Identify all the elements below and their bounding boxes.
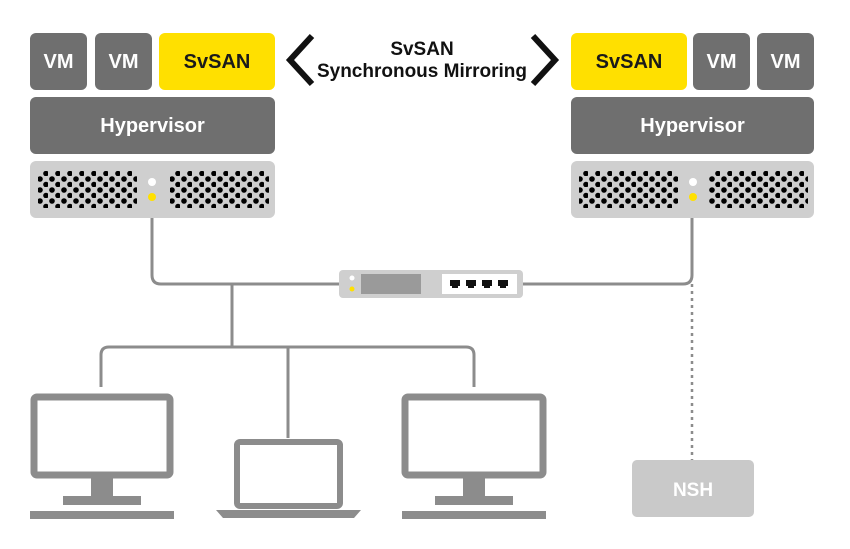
desktop-monitor-icon: [30, 393, 174, 519]
switch-panel: [361, 274, 421, 294]
right-hypervisor-label: Hypervisor: [640, 115, 745, 137]
network-links: [99, 218, 694, 438]
laptop-icon: [216, 439, 361, 518]
left-server-vent-1: [38, 171, 137, 208]
right-hypervisor: Hypervisor: [571, 97, 814, 154]
left-hypervisor-label: Hypervisor: [100, 115, 205, 137]
right-server-vent-2: [709, 171, 808, 208]
network-switch: [339, 270, 523, 298]
left-node: VM VM SvSAN Hypervisor: [30, 33, 275, 218]
nsh-box: NSH: [632, 460, 754, 517]
right-svsan-label: SvSAN: [596, 51, 663, 73]
right-vm-1-label: VM: [707, 51, 737, 73]
left-server-led-white: [148, 178, 156, 186]
right-node: SvSAN VM VM Hypervisor: [571, 33, 814, 218]
left-svsan-label: SvSAN: [184, 51, 251, 73]
left-vm-1: VM: [30, 33, 87, 90]
chevron-left-icon: [285, 33, 315, 87]
left-vm-2-label: VM: [109, 51, 139, 73]
mirroring-subtitle: Synchronous Mirroring: [317, 61, 527, 82]
mirroring-indicator: SvSAN Synchronous Mirroring: [285, 33, 560, 87]
left-hypervisor: Hypervisor: [30, 97, 275, 154]
left-server: [30, 161, 275, 218]
right-vm-2-label: VM: [771, 51, 801, 73]
chevron-right-icon: [530, 33, 560, 87]
switch-port-panel: [442, 274, 517, 294]
switch-led-yellow: [349, 286, 355, 292]
right-vm-1: VM: [693, 33, 750, 90]
desktop-monitor-icon: [401, 393, 547, 519]
left-vm-2: VM: [95, 33, 152, 90]
right-server-vent-1: [579, 171, 678, 208]
left-server-link: [150, 218, 340, 286]
ethernet-port-icon: [450, 280, 508, 288]
nsh-label: NSH: [673, 480, 713, 501]
right-server: [571, 161, 814, 218]
right-svsan-block: SvSAN: [571, 33, 687, 90]
right-vm-2: VM: [757, 33, 814, 90]
right-server-led-white: [689, 178, 697, 186]
left-server-vent-2: [170, 171, 269, 208]
right-server-led-yellow: [689, 193, 697, 201]
mirroring-title: SvSAN: [390, 39, 453, 60]
left-vm-1-label: VM: [44, 51, 74, 73]
right-server-link: [522, 218, 694, 286]
switch-led-white: [349, 275, 355, 281]
left-svsan-block: SvSAN: [159, 33, 275, 90]
left-server-led-yellow: [148, 193, 156, 201]
